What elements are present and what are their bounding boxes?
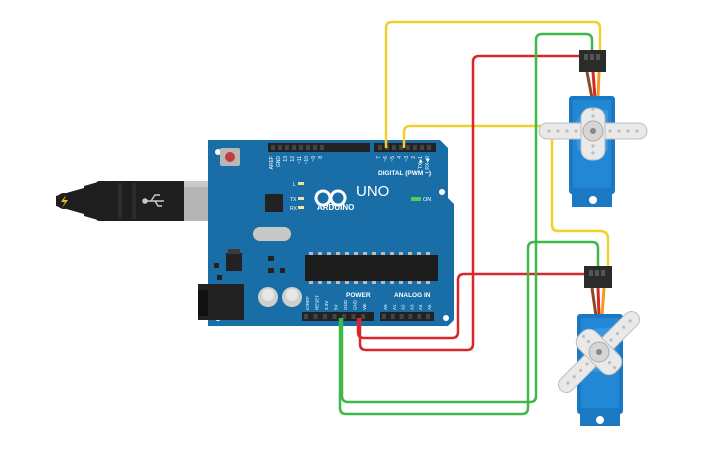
header-pin-label: AREF xyxy=(269,156,275,169)
power-pin-label: RESET xyxy=(315,295,320,310)
voltage-regulator xyxy=(226,253,242,271)
power-wire-top[interactable] xyxy=(358,54,584,352)
servo-top-connector xyxy=(579,50,606,72)
led-l xyxy=(298,182,304,185)
header-pin-label: GND xyxy=(276,156,282,168)
header-pin-label: 4 xyxy=(397,156,403,159)
signal-wire-bottom[interactable] xyxy=(402,124,610,268)
on-led xyxy=(411,197,421,201)
header-pin-label: TX▶1 xyxy=(418,156,424,169)
ground-wire-bottom[interactable] xyxy=(338,240,600,416)
servo-top-horn[interactable] xyxy=(538,107,648,161)
servo-bottom[interactable] xyxy=(542,266,655,426)
ground-wire-top[interactable] xyxy=(340,32,594,404)
board-model: UNO xyxy=(356,183,389,200)
arduino-logo: ARDUINO UNO xyxy=(314,183,389,212)
header-pin-label: ~10 xyxy=(304,156,310,165)
usb-icon xyxy=(142,194,164,207)
signal-wire-top[interactable] xyxy=(384,20,602,148)
digital-header[interactable] xyxy=(268,143,436,152)
header-pin-label: 8 xyxy=(318,156,324,159)
power-pin-label: GND xyxy=(343,299,348,310)
header-pin-label: ~3 xyxy=(404,156,410,162)
usb-chip xyxy=(265,194,283,212)
analog-pin-label: A2 xyxy=(401,304,406,310)
analog-pin-label: A3 xyxy=(409,304,414,310)
servo-bottom-connector xyxy=(584,266,612,288)
on-label: ON xyxy=(423,197,431,203)
power-pin-label: 3.3V xyxy=(324,301,329,310)
header-pin-label: ~6 xyxy=(383,156,389,162)
led-l-label: L xyxy=(293,182,296,188)
servo-bottom-horn[interactable] xyxy=(542,295,655,408)
power-pin-label: IOREF xyxy=(305,296,310,310)
servo-top[interactable] xyxy=(538,50,648,208)
analog-header[interactable] xyxy=(380,312,434,321)
analog-pin-label: A1 xyxy=(392,304,397,310)
led-tx xyxy=(298,197,304,200)
wires[interactable] xyxy=(338,20,610,416)
power-header[interactable] xyxy=(302,312,374,321)
header-pin-label: 2 xyxy=(411,156,417,159)
led-tx-label: TX xyxy=(290,197,297,203)
header-pin-label: 7 xyxy=(376,156,382,159)
header-pin-label: RX◀0 xyxy=(425,156,431,170)
analog-label: ANALOG IN xyxy=(394,292,431,299)
analog-pin-label: A5 xyxy=(427,304,432,310)
digital-label: DIGITAL (PWM ~) xyxy=(378,170,431,177)
logo-text: ARDUINO xyxy=(317,203,354,212)
crystal xyxy=(253,227,291,241)
led-rx-label: RX xyxy=(290,206,298,212)
analog-pin-label: A4 xyxy=(418,304,423,310)
power-pin-label: GND xyxy=(353,299,358,310)
header-pin-label: ~5 xyxy=(390,156,396,162)
header-pin-label: ~9 xyxy=(311,156,317,162)
power-pin-labels: IOREF RESET 3.3V 5V GND GND Vin xyxy=(305,295,367,310)
led-rx xyxy=(298,206,304,209)
power-label: POWER xyxy=(346,292,371,299)
microcontroller xyxy=(305,255,438,281)
analog-pin-label: A0 xyxy=(383,304,388,310)
header-pin-label: ~11 xyxy=(297,156,303,164)
header-pin-label: 12 xyxy=(290,156,296,162)
power-pin-label: Vin xyxy=(362,303,367,310)
header-pin-label: 13 xyxy=(283,156,289,162)
power-wire-bottom[interactable] xyxy=(356,272,586,340)
lightning-icon xyxy=(61,195,68,208)
power-pin-label: 5V xyxy=(334,304,339,310)
